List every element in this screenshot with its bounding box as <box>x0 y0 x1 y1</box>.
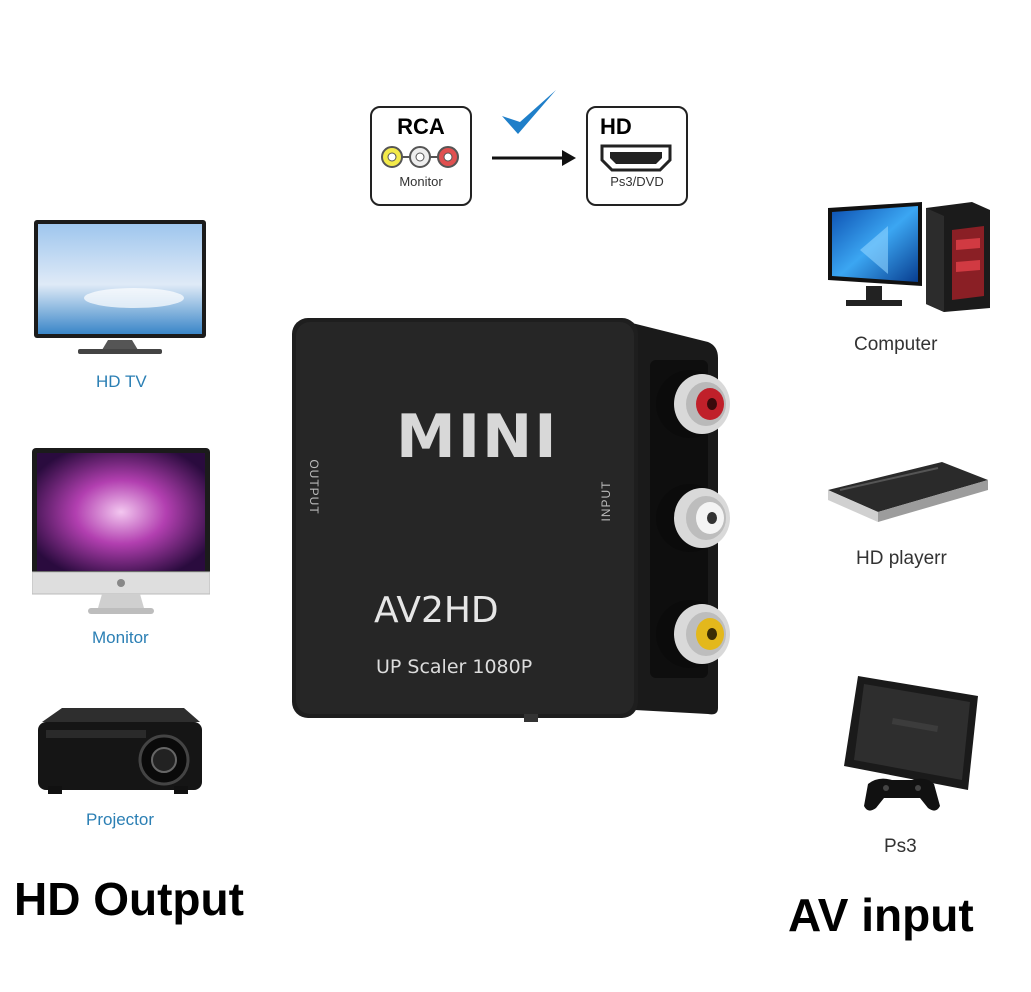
rca-badge-sub: Monitor <box>399 174 443 189</box>
yellow-rca-jack-icon[interactable] <box>652 596 736 672</box>
white-rca-jack-icon[interactable] <box>652 480 736 556</box>
monitor-label: Monitor <box>92 628 149 647</box>
hdmi-port-icon <box>600 144 672 172</box>
hd-badge-sub: Ps3/DVD <box>610 174 664 189</box>
device-input-side-text: INPUT <box>599 480 613 522</box>
hd-tv-icon <box>34 220 206 354</box>
hd-badge-title: HD <box>600 114 632 139</box>
device-tagline-text: UP Scaler 1080P <box>376 656 533 678</box>
hd-tv-label: HD TV <box>96 372 147 391</box>
device-brand-text: MINI <box>396 402 559 472</box>
device-model-text: AV2HD <box>374 590 499 631</box>
arrow-right-icon <box>492 150 576 166</box>
rca-jacks-icon <box>381 146 459 168</box>
check-icon <box>502 90 556 134</box>
ps3-label: Ps3 <box>884 836 917 857</box>
hd-badge: HD Ps3/DVD <box>586 106 688 206</box>
ps3-console-icon <box>844 676 978 811</box>
rca-badge: RCA Monitor <box>370 106 472 206</box>
av-input-heading: AV input <box>788 889 974 941</box>
hd-output-heading: HD Output <box>14 873 244 925</box>
computer-icon <box>828 202 990 312</box>
red-rca-jack-icon[interactable] <box>652 366 736 442</box>
monitor-icon <box>32 448 210 614</box>
device-output-side-text: OUTPUT <box>307 459 321 515</box>
hd-player-label: HD playerr <box>856 548 947 569</box>
projector-label: Projector <box>86 810 155 829</box>
projector-icon <box>38 708 202 794</box>
computer-label: Computer <box>854 334 938 355</box>
rca-badge-title: RCA <box>397 114 445 139</box>
hd-player-icon <box>828 462 988 522</box>
